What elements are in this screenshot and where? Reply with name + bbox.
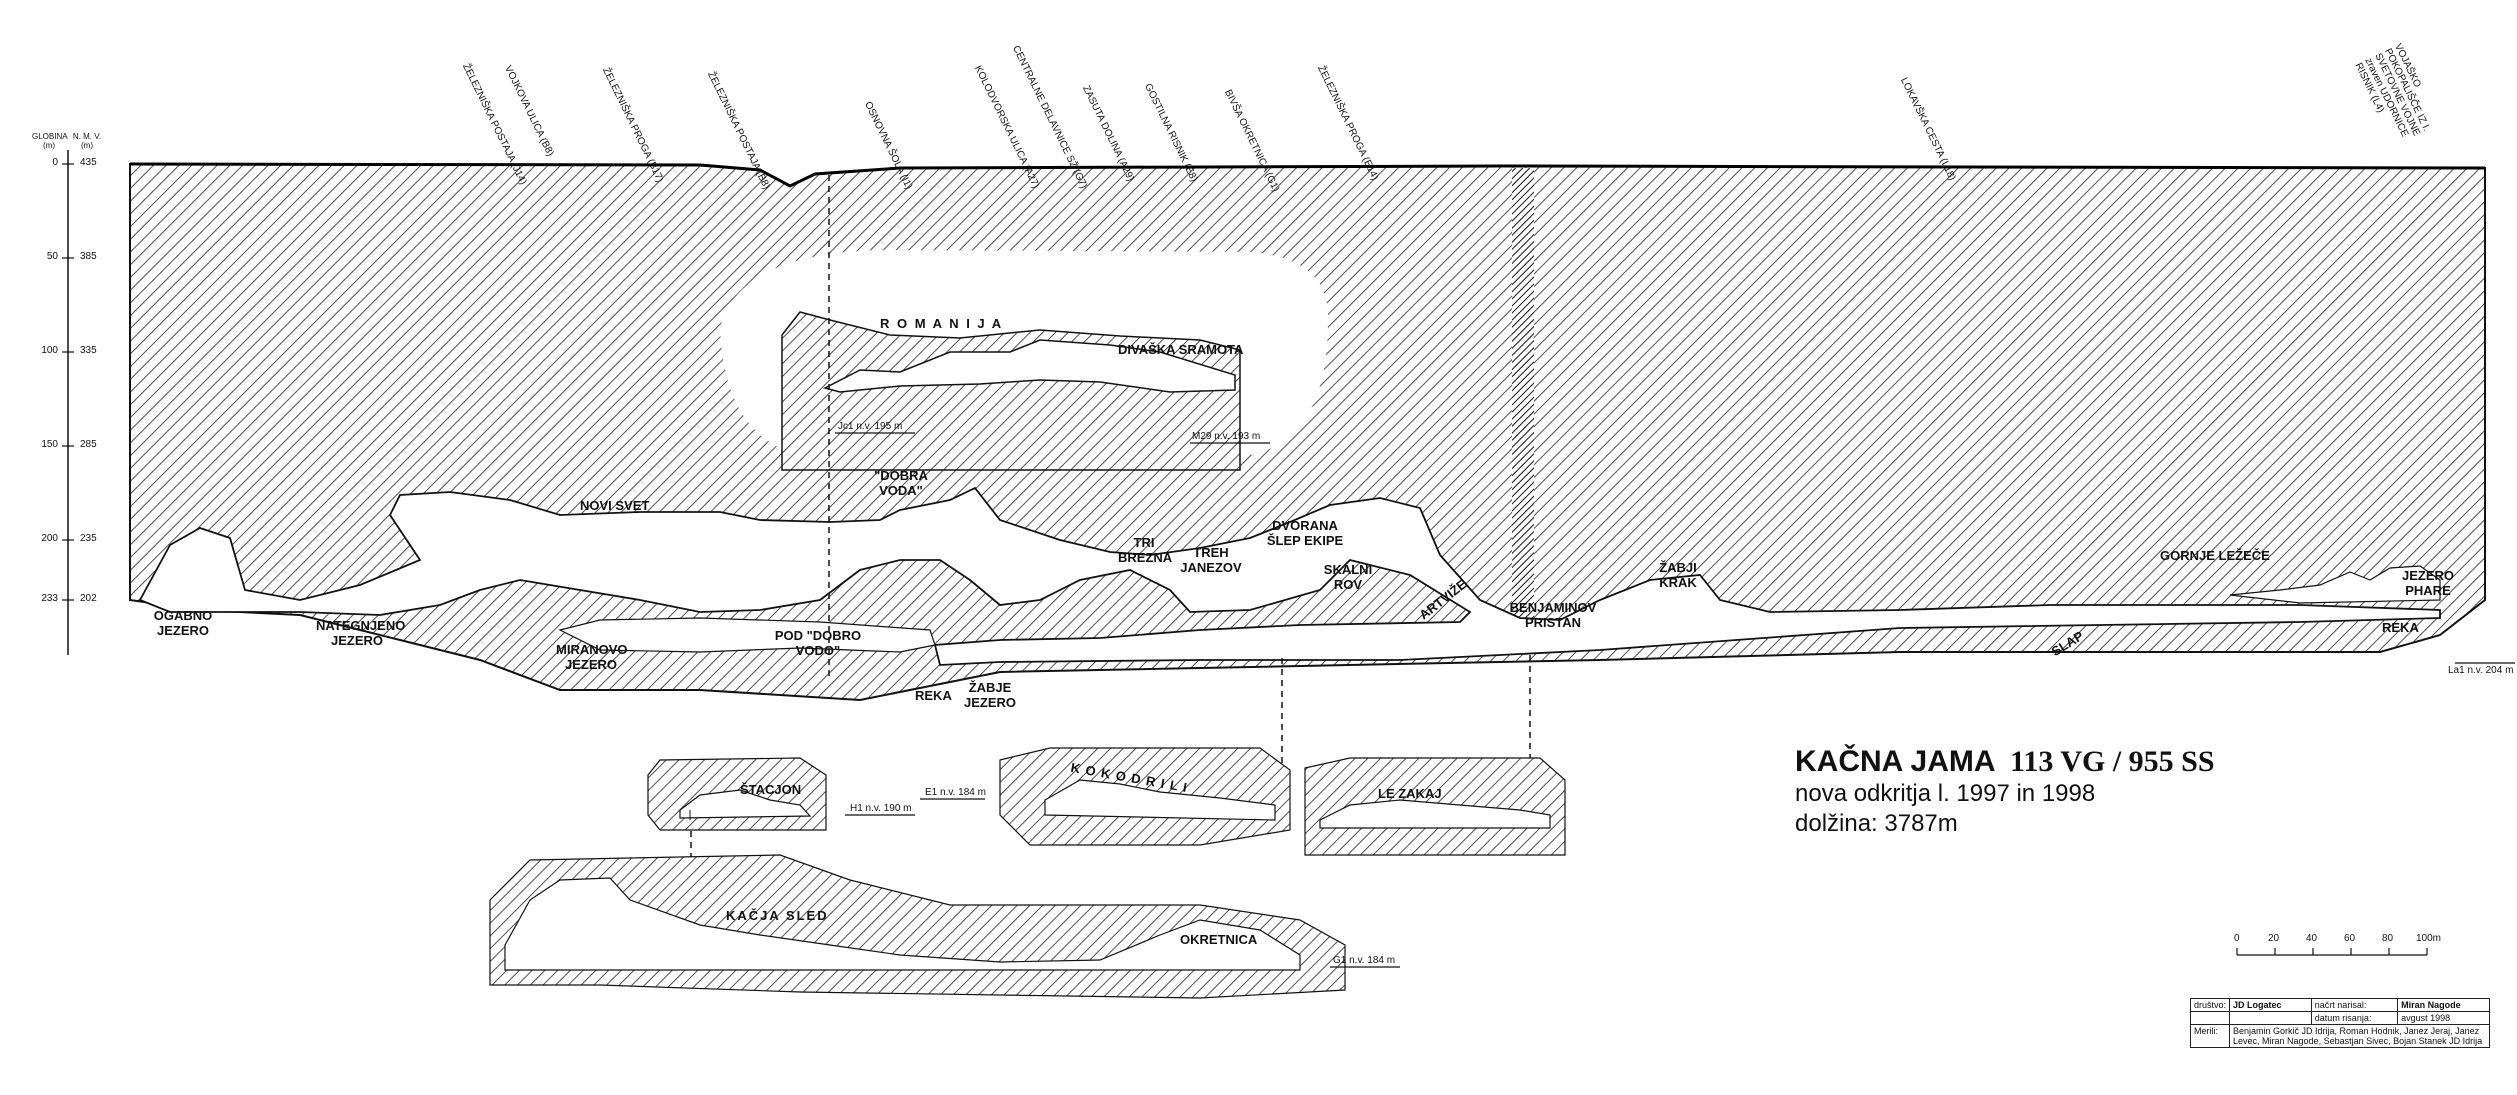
label-divaska-sramota: DIVAŠKA SRAMOTA [1118,342,1244,357]
stacjon-section [647,757,827,831]
survey-info-table: društvo: JD Logatec načrt narisal: Miran… [2189,998,2490,1048]
altitude-label: 435 [80,157,97,168]
label-le-zakaj: LE ZAKAJ [1378,786,1442,801]
romanija-passage [822,339,1236,393]
label-dvorana-slep-ekipe: DVORANA ŠLEP EKIPE [1266,518,1344,548]
label-treh-janezov: TREH JANEZOV [1180,545,1242,575]
depth-header-right: N. M. V. (m) [72,132,102,150]
dense-band [1512,168,1534,643]
le-zakaj-section [1304,757,1566,856]
datum-label: E1 n.v. 184 m [925,787,986,798]
label-miranovo-jezero: MIRANOVO JEZERO [556,642,628,672]
drustvo-label: društvo: [2189,998,2231,1012]
depth-label: 150 [41,439,58,450]
datum-label: Jc1 n.v. 195 m [838,421,903,432]
narisal-label: načrt narisal: [2310,998,2399,1012]
label-okretnica: OKRETNICA [1180,932,1258,947]
main-passage [138,486,2441,666]
depth-label: 200 [41,533,58,544]
label-skalni-rov: SKALNI ROV [1323,562,1373,592]
drustvo-value: JD Logatec [2229,998,2312,1012]
discovery-line: nova odkritja l. 1997 in 1998 [1795,780,2096,807]
scale-tick-label: 100m [2416,933,2442,944]
datum-label: datum risanja: [2310,1011,2399,1025]
altitude-label: 235 [80,533,97,544]
label-stacjon: ŠTACJON [740,782,802,797]
kokodrili-section [999,747,1291,846]
scale-tick-label: 80 [2382,933,2394,944]
surface-line [129,162,2486,188]
altitude-label: 385 [80,251,97,262]
altitude-label: 285 [80,439,97,450]
label-zabje-jezero: ŽABJE JEZERO [963,680,1016,710]
depth-header-left: GLOBINA (m) [32,132,68,150]
scale-tick-label: 60 [2344,933,2356,944]
stacjon-cave [679,789,812,819]
label-reka-right: REKA [2382,620,2419,635]
label-pod-dobro-vodo: POD "DOBRO VODO" [774,628,862,658]
title-block: KAČNA JAMA 113 VG / 955 SS nova odkritja… [1795,745,2215,839]
cave-title: KAČNA JAMA [1795,745,1996,778]
depth-label: 100 [41,345,58,356]
label-reka-left: REKA [915,688,952,703]
datum-value: avgust 1998 [2397,1011,2490,1025]
narisal-value: Miran Nagode [2397,998,2490,1012]
kokodrili-cave [1044,779,1276,821]
merili-label: Merili: [2189,1024,2231,1048]
label-benjaminov-pristan: BENJAMINOV PRISTAN [1509,600,1597,630]
depth-label: 50 [46,251,58,262]
le-zakaj-cave [1319,799,1551,829]
altitude-label: 202 [80,593,97,604]
label-jezero-phare: JEZERO PHARE [2401,568,2454,598]
label-romanija: R O M A N I J A [880,316,1004,331]
depth-label: 233 [41,593,58,604]
label-dobra-voda: "DOBRA VODA" [874,468,928,498]
datum-label: M29 n.v. 193 m [1192,431,1261,442]
scale-bar [2236,948,2428,956]
depth-label: 0 [52,157,58,168]
label-zabji-krak: ŽABJI KRAK [1659,560,1697,590]
label-gornje-lezece: GORNJE LEŽEČE [2160,548,2270,563]
right-dome [2229,565,2441,604]
length-line: dolžina: 3787m [1795,810,1958,837]
datum-label: H1 n.v. 190 m [850,803,912,814]
scale-tick-label: 0 [2234,933,2240,944]
cave-code: 113 VG / 955 SS [2010,745,2215,778]
label-tri-brezna: TRI BREZNA [1118,535,1173,565]
kacja-sled-cave [504,877,1301,971]
altitude-label: 335 [80,345,97,356]
scale-tick-label: 40 [2306,933,2318,944]
merili-value: Benjamin Gorkič JD Idrija, Roman Hodnik,… [2229,1024,2490,1048]
label-nategnjeno-jezero: NATEGNJENO JEZERO [316,618,406,648]
lower-passage [558,617,936,653]
scale-tick-label: 20 [2268,933,2280,944]
datum-label: La1 n.v. 204 m [2448,665,2514,676]
datum-label: G1 n.v. 184 m [1333,955,1396,966]
kacja-sled-section [489,854,1346,999]
label-ogabno-jezero: OGABNO JEZERO [153,608,213,638]
label-kacja-sled: KAČJA SLED [726,908,829,923]
label-novi-svet: NOVI SVET [580,498,650,513]
